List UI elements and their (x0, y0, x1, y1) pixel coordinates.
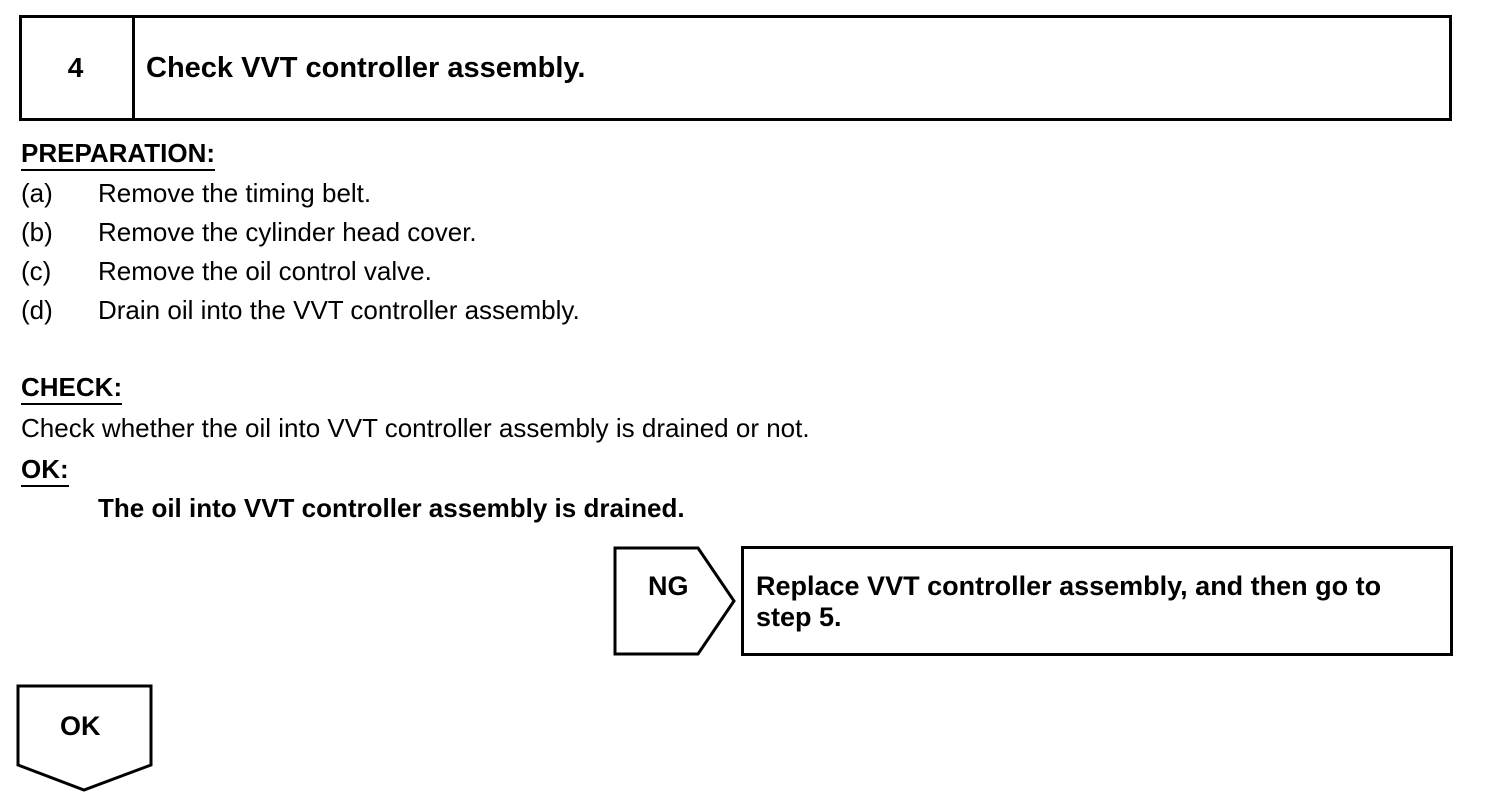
ng-arrow-icon (613, 546, 736, 656)
check-text: Check whether the oil into VVT controlle… (21, 413, 810, 443)
ok-heading: OK: (21, 454, 69, 487)
ok-spec-text: The oil into VVT controller assembly is … (98, 493, 685, 523)
preparation-item-text: Remove the timing belt. (98, 178, 372, 208)
preparation-item-text: Remove the cylinder head cover. (98, 217, 477, 247)
preparation-heading: PREPARATION: (21, 138, 216, 171)
check-heading: CHECK: (21, 372, 123, 405)
preparation-item-letter: (b) (21, 217, 53, 247)
step-title: Check VVT controller assembly. (146, 52, 586, 84)
ok-down-arrow-icon (16, 684, 153, 792)
ng-label: NG (648, 571, 689, 601)
preparation-item-letter: (a) (21, 178, 53, 208)
preparation-item-letter: (c) (21, 256, 52, 286)
preparation-item-letter: (d) (21, 295, 53, 325)
step-number: 4 (19, 15, 135, 121)
preparation-item-text: Drain oil into the VVT controller assemb… (98, 295, 580, 325)
ng-action-box (741, 546, 1453, 656)
step-header-box (19, 15, 1452, 121)
ok-label: OK (60, 711, 101, 741)
preparation-item-text: Remove the oil control valve. (98, 256, 432, 286)
ng-action-text: Replace VVT controller assembly, and the… (756, 571, 1382, 632)
